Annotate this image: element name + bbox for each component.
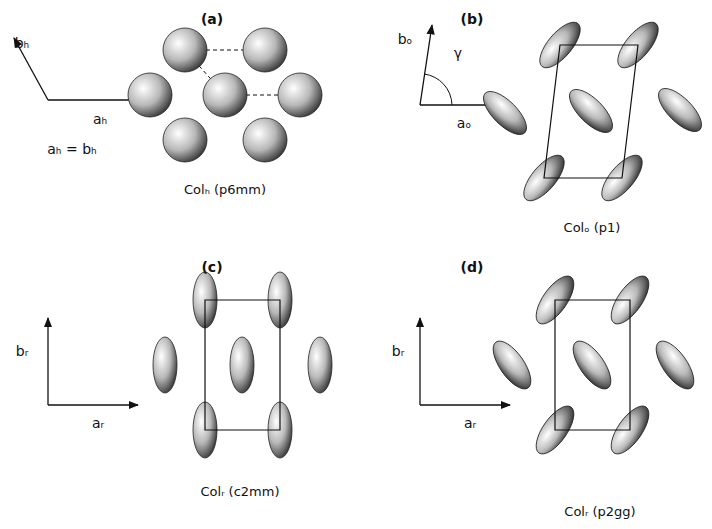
axis-arrow: [47, 318, 48, 405]
mesogen-column: [153, 337, 177, 393]
mesogen-column: [128, 73, 172, 117]
phase-caption: Colᵣ (c2mm): [200, 485, 279, 499]
angle-arc: [424, 74, 452, 105]
mesogen-column: [477, 85, 534, 142]
axis-label: bₕ: [15, 36, 30, 51]
axis-label: aᵣ: [92, 416, 104, 431]
axis-label: aₒ: [457, 116, 471, 131]
mesogen-column: [163, 28, 207, 72]
mesogen-column: [243, 28, 287, 72]
axis-label: aₕ = bₕ: [47, 142, 96, 157]
mesogen-column: [163, 118, 207, 162]
mesogen-column: [652, 82, 709, 139]
axis-arrow: [48, 99, 140, 100]
mesogen-column: [230, 337, 254, 393]
axis-label: aᵣ: [464, 416, 476, 431]
unit-cell: [555, 300, 630, 430]
mesogen-column: [566, 335, 618, 395]
mesogen-column: [649, 335, 701, 395]
phase-caption: Colₒ (p1): [564, 221, 621, 235]
panel-letter: (c): [201, 260, 222, 275]
unit-cell: [544, 45, 638, 178]
phase-caption: Colᵣ (p2gg): [564, 505, 635, 519]
mesogen-column: [278, 73, 322, 117]
axis-label: bᵣ: [392, 344, 405, 359]
axis-arrow: [419, 318, 420, 405]
axis-arrow: [48, 404, 138, 405]
mesogen-column: [563, 83, 620, 140]
mesogen-column: [243, 118, 287, 162]
panel-letter: (a): [201, 12, 223, 27]
axis-label: γ: [454, 46, 462, 61]
unit-cell: [205, 300, 280, 430]
mesogen-column: [203, 73, 247, 117]
mesogen-column: [486, 335, 538, 395]
panel-letter: (d): [461, 260, 484, 275]
phase-caption: Colₕ (p6mm): [184, 183, 266, 197]
axis-arrow: [420, 25, 432, 105]
panel-letter: (b): [461, 12, 484, 27]
axis-label: bₒ: [398, 32, 413, 47]
axis-label: aₕ: [93, 112, 107, 127]
axis-label: bᵣ: [16, 344, 29, 359]
mesogen-column: [308, 337, 332, 393]
axis-arrow: [420, 404, 510, 405]
